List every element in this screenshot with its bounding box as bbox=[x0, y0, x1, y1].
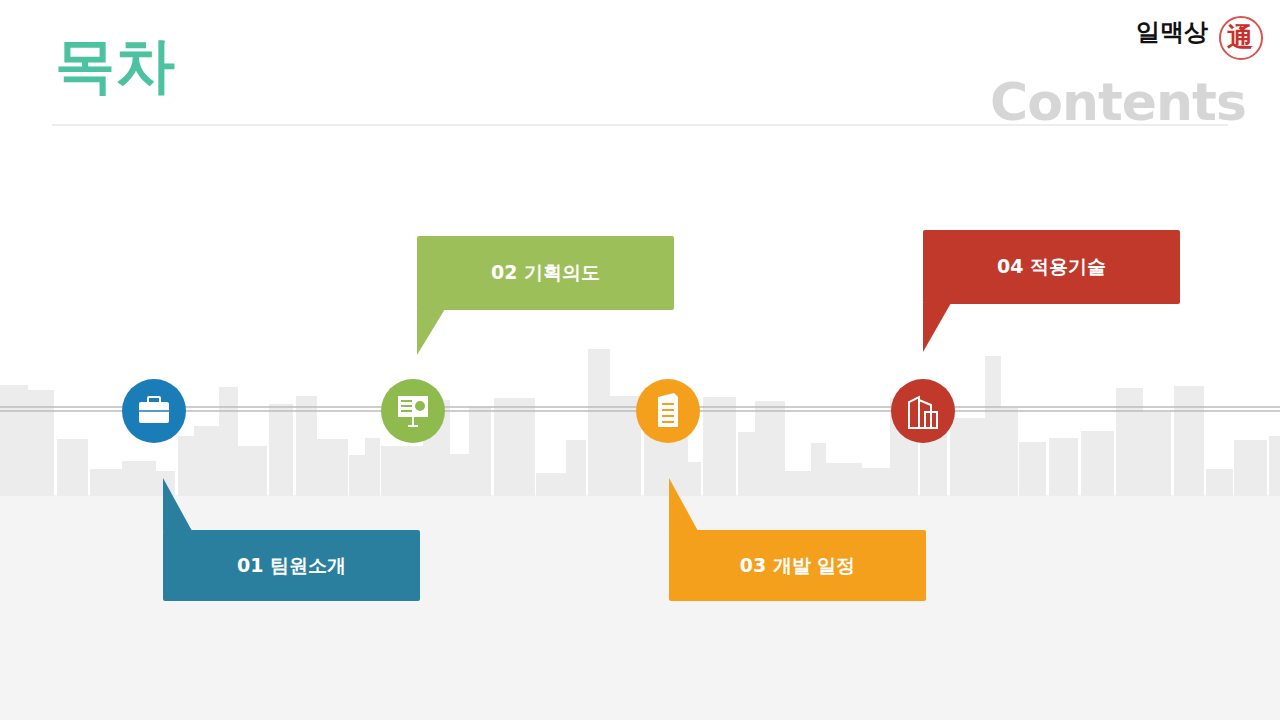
skyline-building bbox=[1174, 386, 1204, 496]
presentation-icon bbox=[381, 379, 445, 443]
skyline-building bbox=[57, 439, 88, 496]
callout-tail bbox=[669, 478, 698, 531]
callout-tail bbox=[163, 478, 192, 531]
skyline-building bbox=[811, 443, 826, 496]
skyline-building bbox=[178, 436, 195, 496]
skyline-building bbox=[738, 432, 757, 496]
skyline-building bbox=[269, 404, 293, 496]
skyline-building bbox=[122, 461, 156, 496]
skyline-building bbox=[1116, 388, 1143, 496]
skyline-building bbox=[469, 407, 491, 496]
skyline-building bbox=[1206, 469, 1233, 496]
skyline-building bbox=[825, 463, 862, 496]
skyline-building bbox=[1234, 440, 1267, 496]
callout-label: 02 기획의도 bbox=[491, 260, 600, 286]
skyline-building bbox=[194, 426, 220, 496]
callout-tail bbox=[923, 303, 951, 352]
skyline-building bbox=[985, 356, 1001, 496]
skyline-building bbox=[27, 390, 54, 496]
skyline-building bbox=[860, 468, 892, 496]
briefcase-icon bbox=[122, 379, 186, 443]
subtitle-watermark: Contents bbox=[990, 72, 1246, 132]
skyline-building bbox=[999, 408, 1018, 496]
callout-label: 04 적용기술 bbox=[997, 254, 1106, 280]
skyline-building bbox=[494, 398, 535, 496]
skyline bbox=[0, 349, 1280, 496]
skyline-building bbox=[1049, 438, 1078, 496]
skyline-building bbox=[381, 446, 423, 496]
callout-box: 04 적용기술 bbox=[923, 230, 1180, 304]
logo-ring bbox=[1220, 17, 1262, 59]
logo-text: 일맥상 bbox=[1136, 16, 1208, 48]
skyline-building bbox=[588, 349, 610, 496]
skyline-building bbox=[1019, 442, 1046, 496]
slide-title: 목차 bbox=[55, 32, 175, 98]
logo-mark: 通 bbox=[1227, 20, 1253, 55]
skyline-building bbox=[219, 387, 238, 496]
skyline-building bbox=[450, 454, 471, 496]
skyline-building bbox=[0, 385, 28, 496]
skyline-building bbox=[349, 455, 367, 496]
buildings-icon bbox=[891, 379, 955, 443]
skyline-building bbox=[1081, 431, 1114, 496]
skyline-building bbox=[365, 438, 380, 496]
ground bbox=[0, 495, 1280, 720]
skyline-building bbox=[316, 439, 348, 496]
callout-box: 03 개발 일정 bbox=[669, 530, 926, 601]
document-icon bbox=[636, 379, 700, 443]
skyline-building bbox=[950, 418, 985, 496]
skyline-building bbox=[687, 462, 701, 496]
skyline-building bbox=[566, 440, 586, 496]
callout-label: 03 개발 일정 bbox=[740, 553, 856, 579]
skyline-building bbox=[783, 471, 811, 496]
skyline-building bbox=[90, 469, 123, 496]
callout-box: 02 기획의도 bbox=[417, 236, 674, 310]
callout-label: 01 팀원소개 bbox=[237, 553, 346, 579]
skyline-building bbox=[1143, 412, 1171, 496]
callout-tail bbox=[417, 309, 445, 355]
skyline-building bbox=[237, 446, 267, 496]
callout-box: 01 팀원소개 bbox=[163, 530, 420, 601]
skyline-building bbox=[1269, 436, 1280, 496]
skyline-building bbox=[536, 473, 566, 496]
skyline-building bbox=[703, 397, 736, 496]
skyline-building bbox=[755, 401, 785, 496]
